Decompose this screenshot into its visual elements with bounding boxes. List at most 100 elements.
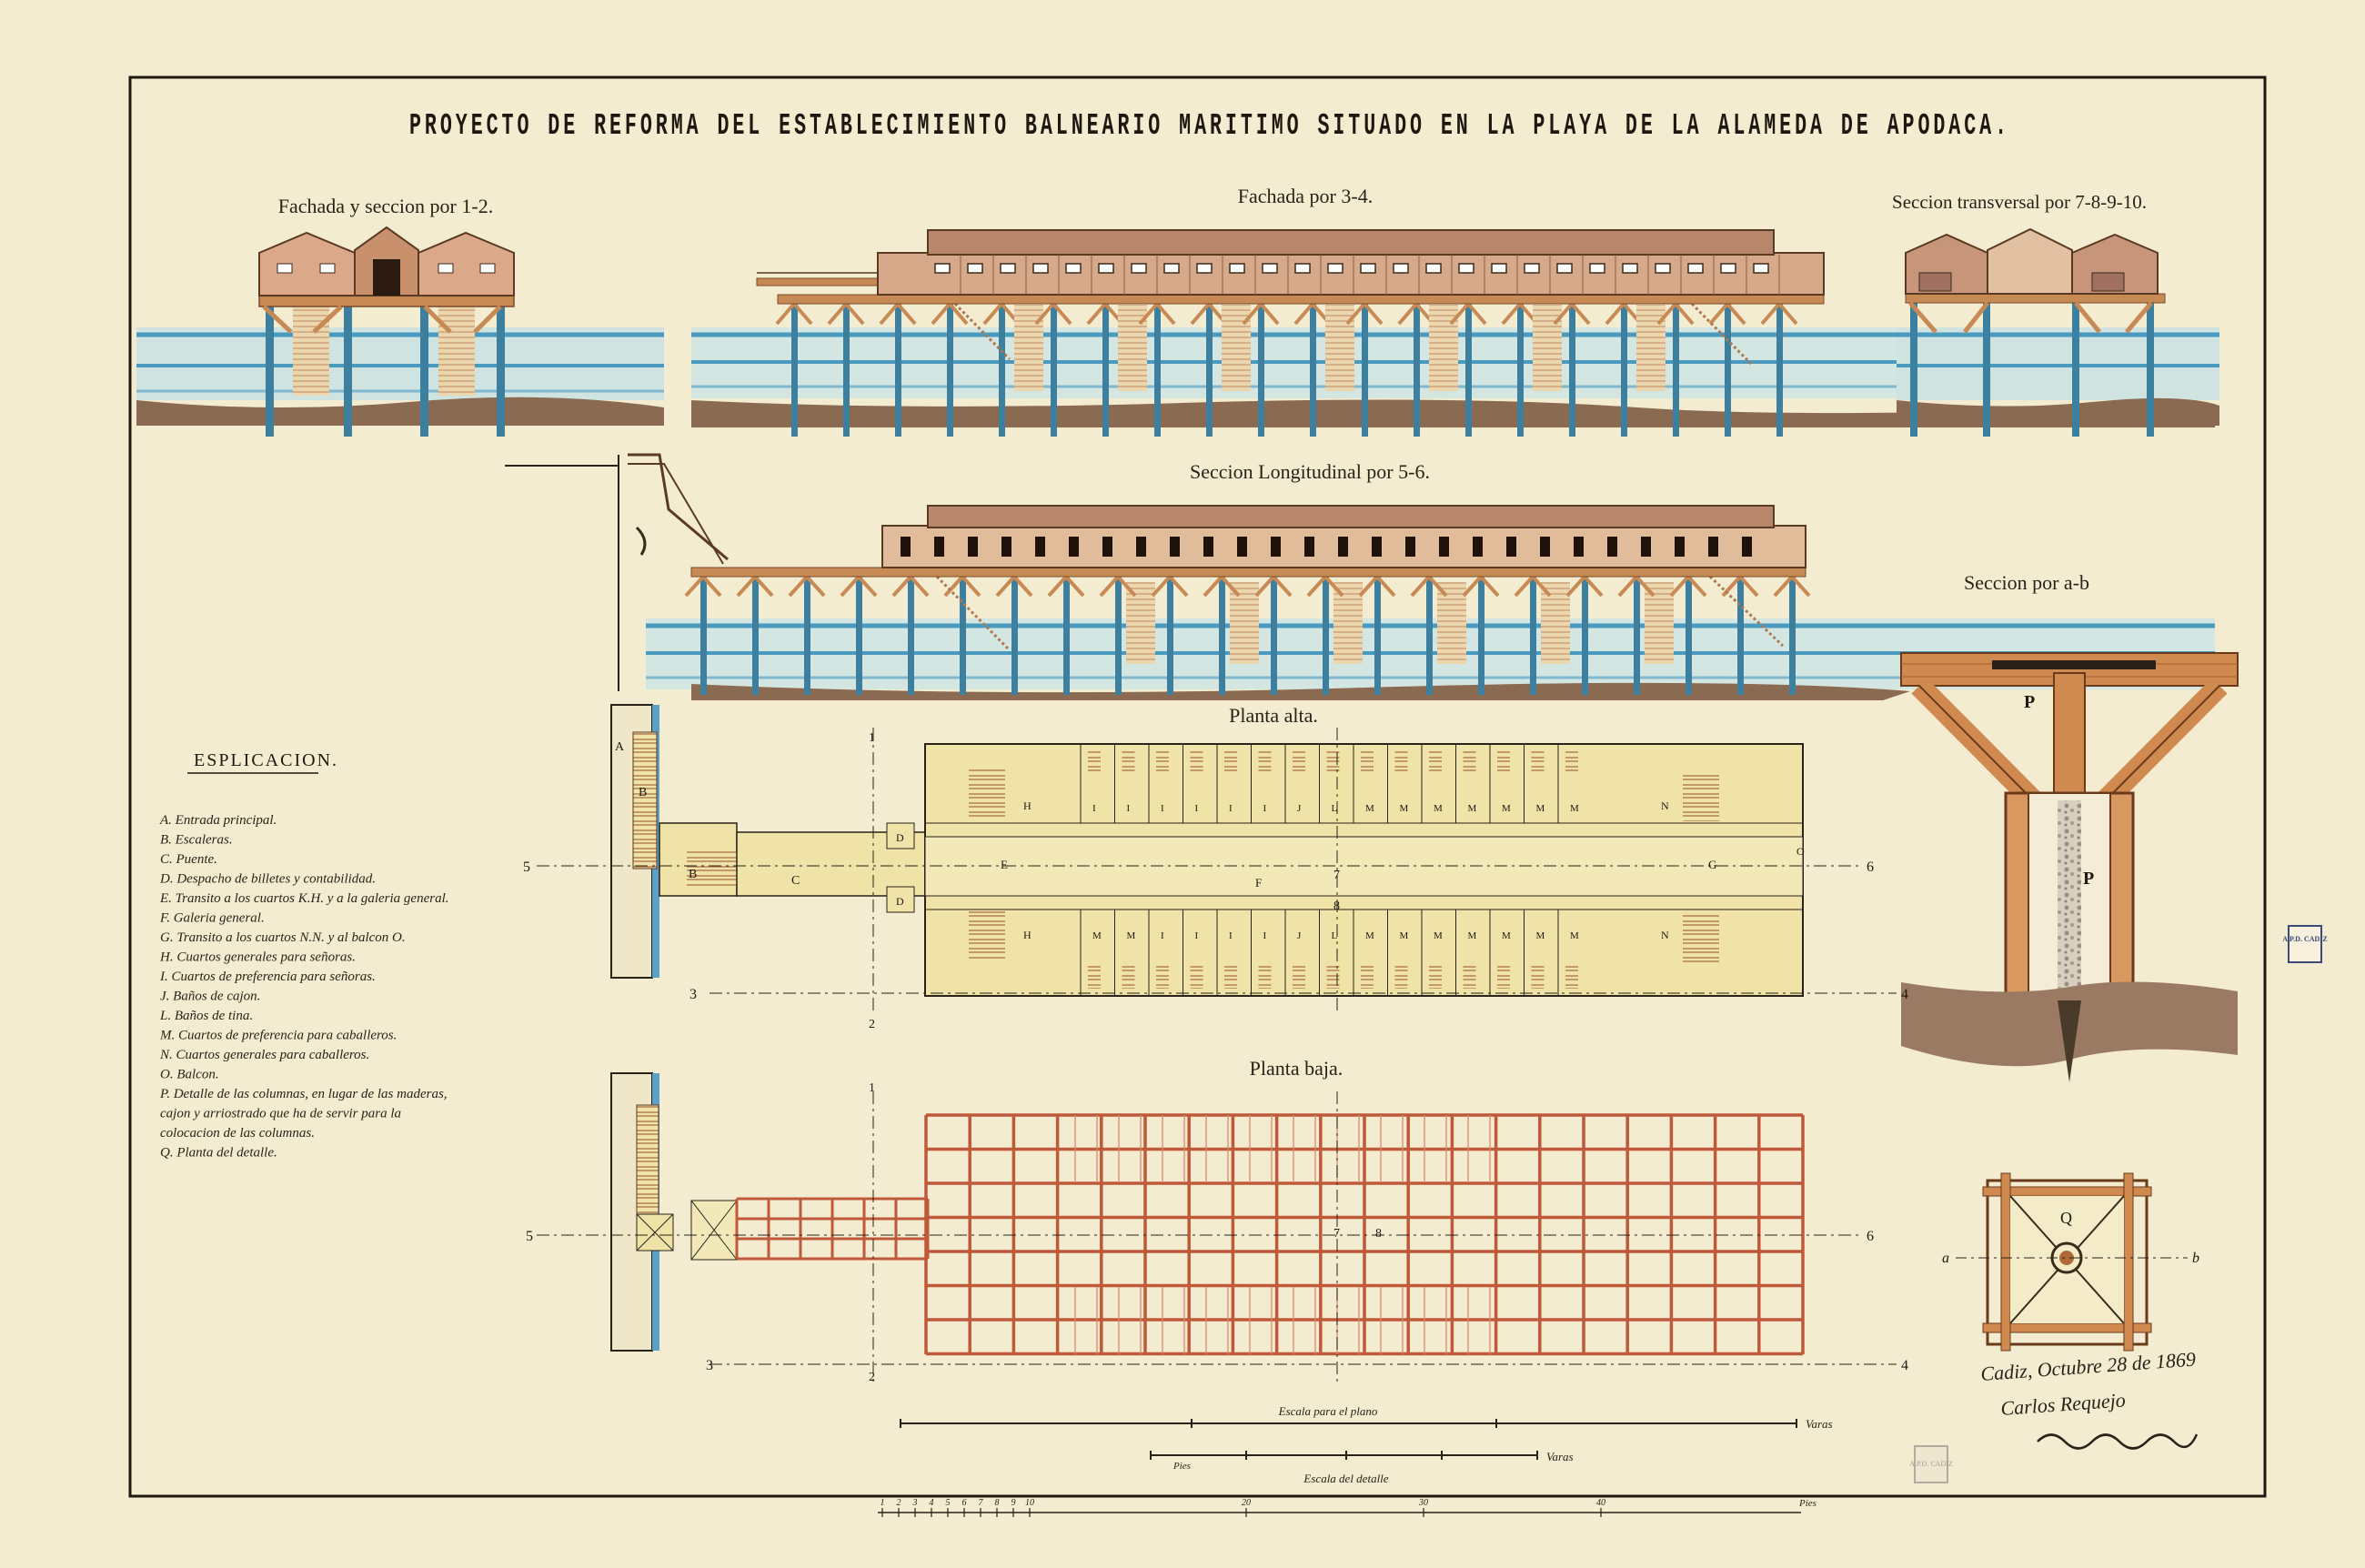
mark-2-baja: 2 (869, 1371, 875, 1384)
longitudinal-doors (901, 537, 1752, 557)
mark-5-baja: 5 (526, 1229, 533, 1244)
room-letter: I (1229, 803, 1233, 814)
stamp-small-text: A.P.D. CADIZ (1909, 1460, 1953, 1468)
legend-item: F. Galeria general. (159, 911, 265, 926)
mark-B-stair: B (689, 868, 697, 881)
scale-tick-label: 2 (897, 1498, 901, 1508)
mark-H-2: H (1023, 929, 1032, 941)
scale-feet-label: Pies (1172, 1461, 1191, 1472)
mark-4-baja: 4 (1901, 1358, 1908, 1373)
archive-stamp-small: A.P.D. CADIZ (1909, 1445, 1953, 1483)
mark-4-alta: 4 (1901, 987, 1908, 1002)
room-letter: M (1092, 930, 1102, 941)
view-seccion-transversal: Seccion transversal por 7-8-9-10. (1892, 191, 2219, 437)
label-seccion-ab: Seccion por a-b (1964, 571, 2089, 594)
scale-tick-label: 8 (995, 1498, 1000, 1508)
mark-O: O (1796, 845, 1805, 858)
room-letter: L (1332, 930, 1338, 941)
legend-item: Q. Planta del detalle. (160, 1146, 277, 1161)
facade-piles (775, 300, 1798, 437)
mark-8-alta: 8 (1333, 900, 1340, 913)
mark-b: b (2192, 1251, 2199, 1266)
room-letter: M (1434, 930, 1443, 941)
facade-windows (934, 255, 1780, 295)
room-letter: I (1195, 930, 1199, 941)
scale-tick-label: 7 (979, 1498, 984, 1508)
archive-stamp: A.P.D. CADIZ (2282, 925, 2328, 963)
legend-item: J. Baños de cajon. (160, 990, 260, 1004)
mark-Q: Q (2060, 1209, 2072, 1227)
room-letter: M (1434, 803, 1443, 814)
room-letter: I (1195, 803, 1199, 814)
label-fachada: Fachada por 3-4. (1238, 185, 1373, 207)
legend-item: cajon y arriostrado que ha de servir par… (160, 1107, 401, 1121)
mark-C: C (791, 874, 800, 888)
view-planta-alta: Planta alta. A B B C IMIMIIIIIIIIJJLLMMM… (523, 704, 1908, 1031)
room-letter: M (1536, 930, 1545, 941)
mark-3-alta: 3 (689, 987, 697, 1002)
sheet-title: PROYECTO DE REFORMA DEL ESTABLECIMIENTO … (409, 109, 2010, 143)
mark-P-cajon: P (2083, 869, 2094, 889)
scale-detalle-caption: Escala del detalle (1303, 1472, 1388, 1485)
bottom-scale-units: Pies (1798, 1498, 1817, 1509)
mark-1-baja: 1 (869, 1081, 875, 1095)
room-letter: I (1161, 803, 1164, 814)
legend-heading: ESPLICACION. (194, 750, 338, 770)
label-planta-alta: Planta alta. (1229, 704, 1318, 727)
mark-1-alta: 1 (869, 731, 875, 745)
mark-8-baja: 8 (1375, 1227, 1382, 1241)
scale-detalle-units: Varas (1546, 1450, 1574, 1463)
scale-tick-label: 6 (962, 1498, 967, 1508)
label-seccion-transversal: Seccion transversal por 7-8-9-10. (1892, 191, 2147, 213)
legend: ESPLICACION. A. Entrada principal.B. Esc… (159, 750, 449, 1161)
mark-N-1: N (1661, 799, 1669, 812)
room-letter: J (1297, 930, 1302, 941)
room-letter: I (1161, 930, 1164, 941)
mark-2-alta: 2 (869, 1018, 875, 1031)
mark-7-baja: 7 (1333, 1227, 1340, 1241)
mark-B-alta: B (639, 786, 647, 799)
scale-tick-label: 20 (1242, 1498, 1251, 1508)
room-letter: J (1297, 803, 1302, 814)
room-letter: M (1365, 803, 1374, 814)
scale-plano-caption: Escala para el plano (1278, 1404, 1378, 1418)
legend-item: E. Transito a los cuartos K.H. y a la ga… (159, 891, 449, 906)
mark-D-1: D (896, 831, 904, 844)
mark-6-baja: 6 (1867, 1229, 1874, 1244)
scale-tick-label: 30 (1418, 1498, 1428, 1508)
legend-items: A. Entrada principal.B. Escaleras.C. Pue… (159, 813, 449, 1161)
label-seccion-longitudinal: Seccion Longitudinal por 5-6. (1190, 460, 1430, 483)
room-letter: M (1570, 803, 1579, 814)
mark-P-top: P (2024, 692, 2035, 712)
mark-6-alta: 6 (1867, 859, 1874, 875)
label-fachada-seccion: Fachada y seccion por 1-2. (278, 195, 493, 217)
room-letter: M (1400, 930, 1409, 941)
room-letter: M (1468, 803, 1477, 814)
legend-item: M. Cuartos de preferencia para caballero… (159, 1029, 397, 1043)
mark-A-alta: A (615, 740, 625, 754)
scales: Escala para el plano Varas Varas Pies Es… (878, 1404, 1833, 1517)
mark-3-baja: 3 (706, 1358, 713, 1373)
scale-tick-label: 3 (912, 1498, 918, 1508)
legend-item: G. Transito a los cuartos N.N. y al balc… (160, 930, 406, 945)
scale-tick-label: 1 (881, 1498, 885, 1508)
room-letter: M (1468, 930, 1477, 941)
room-letter: M (1400, 803, 1409, 814)
legend-item: P. Detalle de las columnas, en lugar de … (159, 1087, 448, 1101)
scale-tick-label: 40 (1596, 1498, 1605, 1508)
scale-tick-label: 4 (930, 1498, 934, 1508)
mark-N-2: N (1661, 929, 1669, 941)
label-planta-baja: Planta baja. (1250, 1057, 1344, 1080)
mark-D-2: D (896, 895, 904, 908)
scale-tick-label: 10 (1025, 1498, 1034, 1508)
mark-E: E (1001, 858, 1008, 871)
longitudinal-piles (684, 575, 1811, 695)
legend-item: I. Cuartos de preferencia para señoras. (159, 970, 376, 984)
room-letter: M (1536, 803, 1545, 814)
legend-item: O. Balcon. (160, 1068, 219, 1082)
room-letter: M (1502, 930, 1511, 941)
room-letter: I (1263, 803, 1267, 814)
scale-plano-units: Varas (1806, 1417, 1833, 1431)
